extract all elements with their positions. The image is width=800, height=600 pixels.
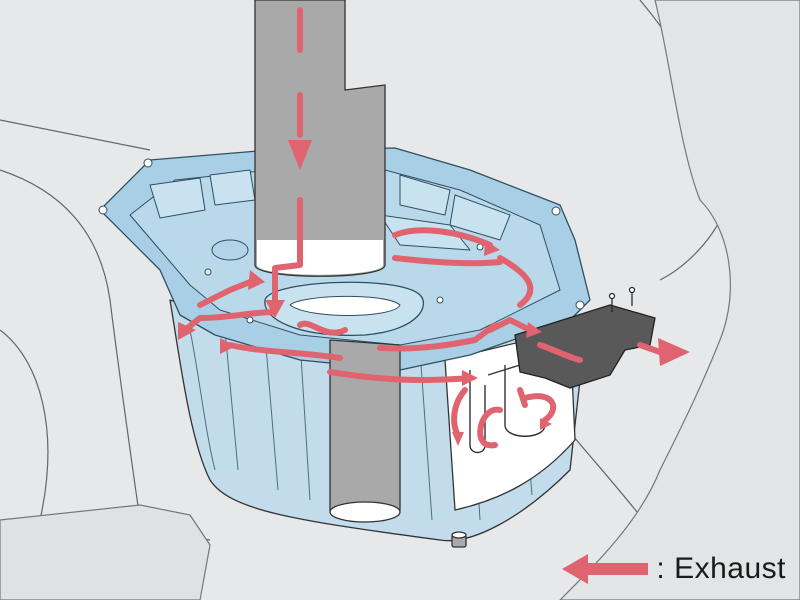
exhaust-outlet-flow: [637, 342, 663, 355]
lower-cylinder: [329, 339, 401, 522]
flange-chambers: [149, 169, 511, 261]
right-panel-shape: [559, 0, 800, 600]
exhaust-arrow-icon: [562, 554, 649, 584]
exhaust-flow-arrows: [182, 7, 583, 449]
legend: : Exhaust: [562, 552, 786, 586]
arrow-heads: [178, 140, 690, 446]
manifold-studs: [608, 286, 636, 312]
legend-label: : Exhaust: [656, 552, 786, 585]
bolt-holes: [98, 158, 585, 324]
vertical-shaft: [254, 0, 386, 277]
exhaust-manifold: [514, 304, 656, 389]
collar-window: [289, 295, 401, 316]
lower-cylinder-cap: [329, 501, 401, 523]
housing-feet: [451, 531, 467, 548]
left-lower-panel: [0, 504, 211, 600]
